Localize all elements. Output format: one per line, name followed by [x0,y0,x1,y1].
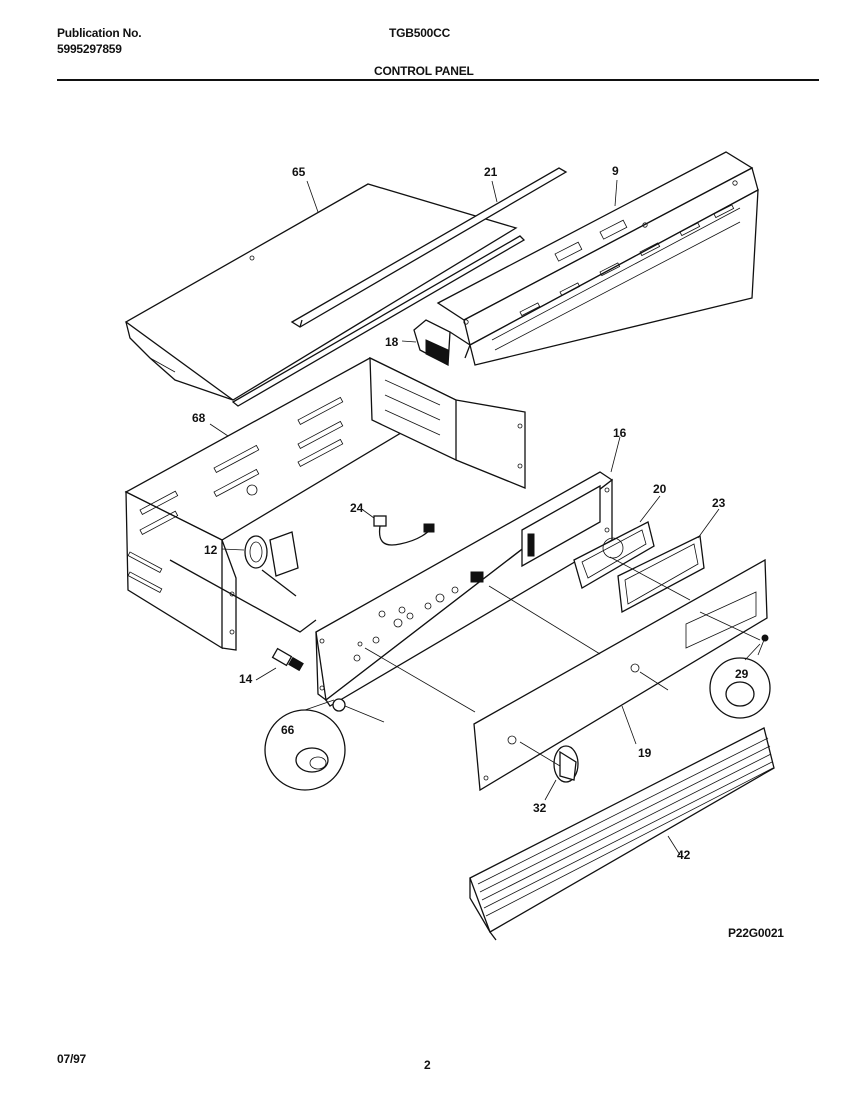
label-part-65: 65 [292,165,306,179]
part-29-knob-callout [709,634,771,719]
publication-number: 5995297859 [57,42,122,56]
part-68-housing [124,356,526,651]
part-9-vent-panel [436,151,759,366]
part-12-valve [244,531,299,597]
label-part-24: 24 [350,501,364,515]
part-65-top-cover [124,183,518,401]
diagram-code: P22G0021 [728,926,784,940]
publication-label: Publication No. [57,26,142,40]
part-16-backplate [315,471,614,707]
label-part-16: 16 [613,426,627,440]
label-part-42: 42 [677,848,691,862]
label-part-29: 29 [735,667,749,681]
label-part-9: 9 [612,164,619,178]
part-18-bracket [413,319,471,367]
label-part-20: 20 [653,482,667,496]
part-32-knob [553,745,579,783]
part-20-window-frame [573,521,655,589]
page-number: 2 [424,1058,431,1072]
part-24-wire-harness [373,515,435,546]
label-part-23: 23 [712,496,726,510]
part-66-knob-callout [264,698,385,791]
header-rule [57,79,819,81]
label-part-66: 66 [281,723,295,737]
part-42-trim-extrusion [469,727,775,941]
part-19-front-panel [473,558,768,792]
label-part-68: 68 [192,411,206,425]
leader-lines [209,179,761,856]
part-23-window-gasket [617,535,705,614]
part-21-trim-strip [231,167,568,407]
model-number: TGB500CC [389,26,451,40]
label-part-14: 14 [239,672,253,686]
section-title: CONTROL PANEL [374,64,474,78]
part-14-switch [271,647,304,672]
publication-date: 07/97 [57,1052,87,1066]
label-part-12: 12 [204,543,218,557]
label-part-19: 19 [638,746,652,760]
label-part-18: 18 [385,335,399,349]
label-part-32: 32 [533,801,547,815]
label-part-21: 21 [484,165,498,179]
